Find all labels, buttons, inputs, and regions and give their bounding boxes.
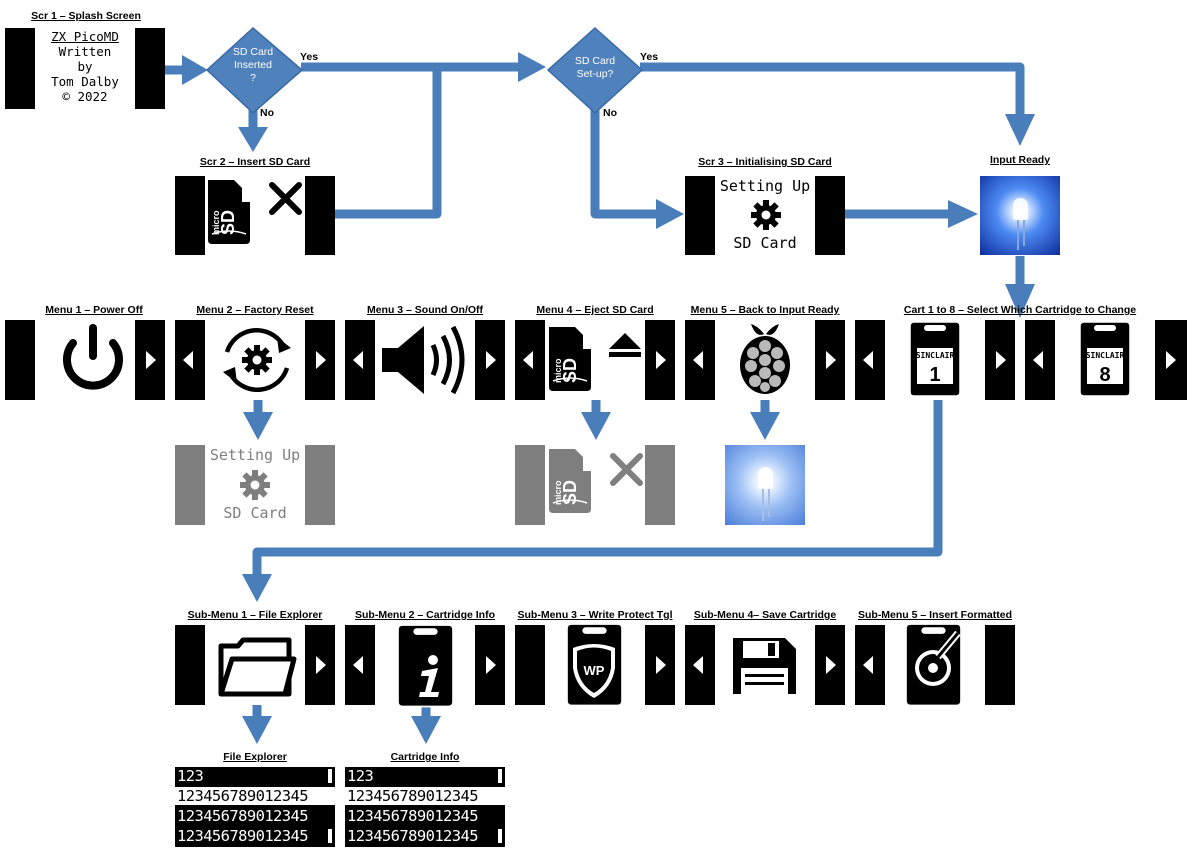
arrow-scr2-to-merge [335, 67, 442, 219]
decision-line: Set-up? [576, 68, 614, 80]
decision-sd-setup-text: SD Card Set-up? [555, 55, 635, 81]
caption-scr1: Scr 1 – Splash Screen [31, 10, 141, 22]
arrowhead-input-in [1005, 114, 1035, 146]
insert-sd-screen [175, 176, 335, 255]
caption-input-ready: Input Ready [989, 154, 1051, 166]
decision-sd-inserted [205, 26, 304, 115]
decision-line: SD Card [232, 46, 274, 58]
file-list-header: 123 [345, 767, 505, 785]
scroll-down-icon [328, 829, 332, 843]
file-list-row: 123456789012345 [177, 827, 309, 845]
arrowhead-menu5-down [750, 412, 780, 440]
speaker-icon [382, 325, 465, 395]
insert-disc-icon [905, 623, 962, 707]
eject-icon [609, 333, 641, 357]
setup-line1: Setting Up [209, 446, 301, 464]
led-body [758, 467, 773, 489]
arrowhead-menu4-down [581, 412, 611, 440]
arrowhead-sub1 [242, 574, 272, 602]
sd-card-icon [548, 326, 592, 392]
caption-cart: Cart 1 to 8 – Select Which Cartridge to … [903, 304, 1137, 316]
scroll-up-icon [498, 769, 502, 783]
caption-file-explorer: File Explorer [223, 751, 287, 763]
led-legs [768, 489, 770, 517]
caption-sub3: Sub-Menu 3 – Write Protect Tgl [517, 609, 673, 621]
scroll-down-icon [498, 829, 502, 843]
floppy-disk-icon [733, 638, 796, 694]
caption-menu1: Menu 1 – Power Off [45, 304, 143, 316]
caption-menu4: Menu 4 – Eject SD Card [536, 304, 654, 316]
setup-line2: SD Card [733, 234, 797, 252]
caption-cartridge-info: Cartridge Info [390, 751, 460, 763]
caption-menu2: Menu 2 – Factory Reset [196, 304, 314, 316]
caption-sub4: Sub-Menu 4– Save Cartridge [693, 609, 837, 621]
arrowhead-sub2-down [411, 716, 441, 744]
arrowhead-scr3-in [656, 199, 684, 229]
raspberry-icon [740, 327, 790, 394]
setup-sd-screen: Setting Up SD Card [685, 176, 845, 255]
caption-sub5: Sub-Menu 5 – Insert Formatted [857, 609, 1013, 621]
arrow-cart-to-sub [252, 400, 943, 578]
decision-d1-no-label: No [260, 107, 274, 119]
cartridge-8-icon [1073, 321, 1125, 397]
caption-menu3: Menu 3 – Sound On/Off [366, 304, 484, 316]
setup-line2: SD Card [223, 504, 287, 522]
decision-line: ? [250, 72, 256, 84]
folder-icon [218, 637, 297, 697]
eject-result-screen [515, 445, 675, 525]
splash-line: Written [58, 44, 112, 59]
file-list-row: 123456789012345 [347, 807, 479, 825]
caption-scr2: Scr 2 – Insert SD Card [199, 156, 311, 168]
decision-line: Inserted [234, 59, 272, 71]
caption-scr3: Scr 3 – Initialising SD Card [698, 156, 832, 168]
cartridge-info-screen: 123 123456789012345 123456789012345 1234… [345, 767, 505, 847]
led-legs [1017, 220, 1019, 250]
write-protect-icon [566, 623, 623, 707]
splash-screen: ZX PicoMD Written by Tom Dalby © 2022 [5, 28, 165, 109]
splash-line: by [77, 59, 93, 74]
file-list-row: 123456789012345 [177, 807, 309, 825]
factory-reset-icon [223, 327, 291, 393]
arrowhead-input-left [948, 200, 978, 228]
power-icon [63, 324, 123, 390]
cartridge-1-icon [902, 321, 954, 397]
file-list-selected-row: 123456789012345 [345, 787, 505, 805]
setup-line1: Setting Up [719, 177, 811, 195]
decision-d1-yes-label: Yes [300, 51, 319, 63]
led-body [1013, 198, 1028, 220]
file-list-selected-row: 123456789012345 [175, 787, 335, 805]
arrowhead-scr2 [238, 127, 268, 152]
file-list-header: 123 [175, 767, 335, 785]
caption-sub2: Sub-Menu 2 – Cartridge Info [354, 609, 496, 621]
input-ready-led [980, 176, 1060, 255]
arrow-d2-yes-to-input [640, 62, 1025, 118]
led-legs [1023, 220, 1025, 246]
decision-sd-setup [546, 26, 644, 115]
caption-menu5: Menu 5 – Back to Input Ready [690, 304, 840, 316]
factory-reset-result-screen: Setting Up SD Card [175, 445, 335, 525]
splash-author: Tom Dalby [51, 74, 119, 89]
decision-line: SD Card [574, 55, 616, 67]
splash-copyright: © 2022 [62, 89, 108, 104]
caption-sub1: Sub-Menu 1 – File Explorer [187, 609, 323, 621]
file-list-row: 123456789012345 [347, 827, 479, 845]
arrowhead-splash [182, 55, 208, 85]
scroll-up-icon [328, 769, 332, 783]
arrowhead-menu2-down [243, 412, 273, 440]
arrowhead-cart [1005, 284, 1035, 318]
arrowheads [182, 52, 1035, 744]
arrow-d2-no-to-scr3 [590, 110, 660, 219]
decision-d2-yes-label: Yes [640, 51, 659, 63]
arrowhead-sub1-down [242, 716, 272, 744]
decision-sd-inserted-text: SD Card Inserted ? [213, 46, 293, 85]
file-explorer-screen: 123 123456789012345 123456789012345 1234… [175, 767, 335, 847]
back-result-led [725, 445, 805, 525]
arrowhead-d2-in [518, 52, 546, 82]
splash-title: ZX PicoMD [51, 29, 119, 44]
cartridge-info-icon [397, 624, 454, 708]
led-legs [762, 489, 764, 521]
decision-d2-no-label: No [603, 107, 617, 119]
